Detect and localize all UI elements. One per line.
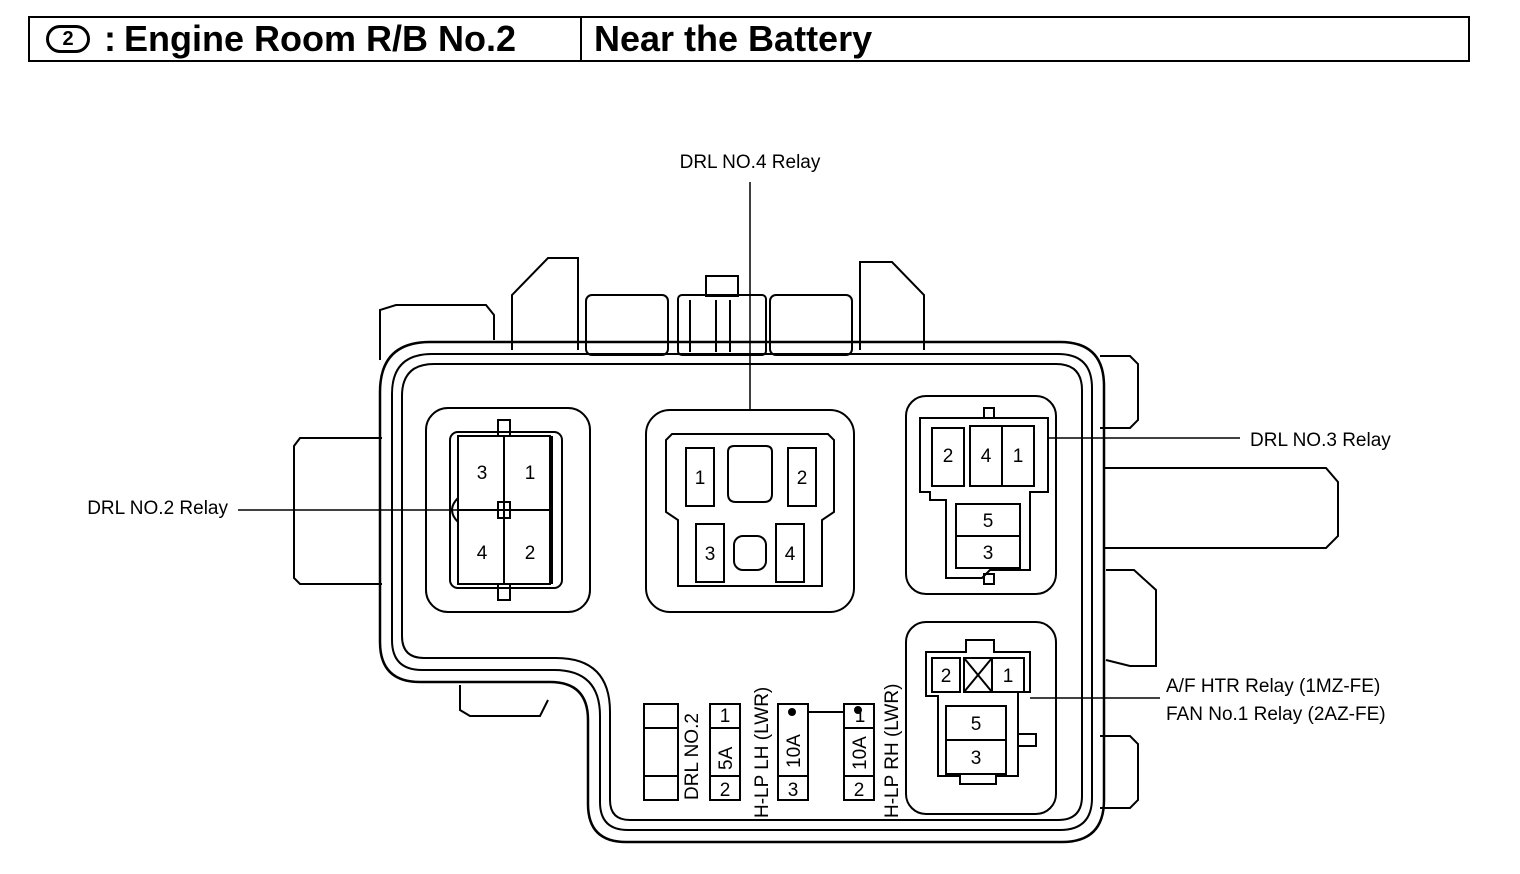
drl3-terminal-2: 2 — [943, 446, 954, 467]
afhtr-terminal-5: 5 — [971, 714, 982, 735]
drl2-terminal-2: 2 — [525, 543, 536, 564]
drl3-terminal-1: 1 — [1013, 446, 1024, 467]
number-circle-icon: 2 — [46, 25, 90, 53]
drl3-terminal-5: 5 — [983, 511, 994, 532]
drl3-terminal-3: 3 — [983, 543, 994, 564]
drl2-terminal-3: 3 — [477, 463, 488, 484]
fuse-hlp-rh-top-terminal: 1 — [855, 706, 866, 727]
drl4-terminal-3: 3 — [705, 544, 716, 565]
drl2-relay-label: DRL NO.2 Relay — [87, 498, 228, 519]
drl3-relay-label: DRL NO.3 Relay — [1250, 430, 1391, 451]
drl4-terminal-2: 2 — [797, 468, 808, 489]
drl3-terminal-4: 4 — [981, 446, 992, 467]
fuse-hlp-rh-amp: 10A — [850, 736, 871, 770]
fuse-hlp-lh-name: H-LP LH (LWR) — [752, 687, 773, 818]
location-text: Near the Battery — [594, 18, 873, 59]
circle-number: 2 — [62, 27, 74, 50]
afhtr-terminal-3: 3 — [971, 748, 982, 769]
drl4-terminal-1: 1 — [695, 468, 706, 489]
afhtr-relay-socket — [905, 621, 1057, 815]
fuse-hlp-lh-bottom-terminal: 2 — [720, 780, 731, 801]
location-cell: Near the Battery — [582, 18, 1468, 60]
leader-lines — [238, 182, 1240, 699]
page-title: Engine Room R/B No.2 — [124, 18, 517, 59]
fuse-slots — [643, 703, 875, 801]
drl2-terminal-4: 4 — [477, 543, 488, 564]
terminal-numbers: 3 1 4 2 1 2 3 4 2 4 1 5 3 2 1 5 3 — [477, 446, 1024, 769]
housing-body — [378, 340, 1106, 844]
fuse-labels: DRL NO.2 1 5A 2 H-LP LH (LWR) 10A 3 1 10… — [682, 684, 903, 818]
housing-top-tabs — [511, 257, 925, 356]
afhtr-relay-label: A/F HTR Relay (1MZ-FE) — [1166, 676, 1380, 697]
title-bar: 2 : Engine Room R/B No.2 Near the Batter… — [28, 16, 1470, 62]
afhtr-terminal-1: 1 — [1003, 666, 1014, 687]
fuse-10a-amp: 10A — [784, 734, 805, 768]
housing-side-tabs — [293, 304, 1339, 809]
fan1-relay-label: FAN No.1 Relay (2AZ-FE) — [1166, 704, 1386, 725]
fuse-hlp-lh-amp: 5A — [716, 746, 737, 770]
drl4-relay-socket — [645, 409, 855, 613]
drl3-relay-socket — [905, 395, 1057, 595]
callout-labels: DRL NO.4 Relay DRL NO.2 Relay DRL NO.3 R… — [87, 152, 1391, 725]
drl4-relay-label: DRL NO.4 Relay — [680, 152, 821, 173]
title-separator: : — [104, 18, 116, 59]
drl4-terminal-4: 4 — [785, 544, 796, 565]
drl2-terminal-1: 1 — [525, 463, 536, 484]
fuse-drl-no2-label: DRL NO.2 — [682, 713, 703, 800]
fuse-hlp-rh-bottom-terminal: 2 — [854, 780, 865, 801]
fuse-hlp-lh-top-terminal: 1 — [720, 706, 731, 727]
fuse-10a-bottom-terminal: 3 — [788, 780, 799, 801]
title-cell: 2 : Engine Room R/B No.2 — [30, 18, 582, 60]
fuse-hlp-rh-name: H-LP RH (LWR) — [882, 684, 903, 818]
afhtr-terminal-2: 2 — [941, 666, 952, 687]
